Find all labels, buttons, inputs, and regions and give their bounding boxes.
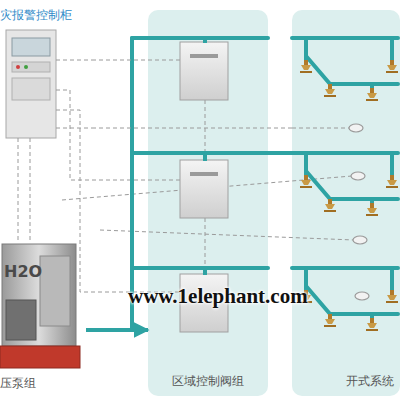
valve-boxes	[180, 38, 228, 332]
nozzle	[366, 318, 378, 331]
nozzle	[324, 84, 336, 97]
valve-box	[180, 42, 228, 100]
cabinet-panel	[12, 62, 50, 72]
signal-wire	[30, 138, 31, 240]
nozzle-pipe	[306, 38, 398, 90]
valve-box	[180, 160, 228, 218]
pump-unit	[0, 244, 80, 368]
signal-wire	[205, 218, 206, 268]
nozzle	[300, 290, 312, 303]
node-heading: 开式系统	[346, 374, 394, 388]
branch-pipe	[132, 36, 398, 40]
smoke-detector	[355, 292, 369, 300]
zone-panel: 区域控制阀组	[148, 10, 268, 396]
pump-marking: H2O	[4, 262, 42, 281]
signal-wire	[56, 90, 180, 180]
smoke-detector	[353, 236, 367, 244]
pump-motor	[6, 300, 36, 340]
pump-housing	[2, 244, 76, 346]
pump-base	[0, 346, 80, 368]
nozzle	[366, 88, 378, 101]
signal-wires	[18, 60, 354, 292]
branch-pipe	[132, 151, 398, 155]
cabinet-screen	[12, 38, 50, 56]
nozzle	[386, 60, 398, 73]
signal-wire	[100, 230, 354, 240]
valve-plate	[190, 54, 218, 58]
nozzle	[300, 175, 312, 188]
node-heading: 压泵组	[0, 376, 36, 390]
signal-wire	[56, 60, 92, 61]
signal-wire	[62, 176, 352, 200]
node-heading: 区域控制阀组	[172, 374, 244, 388]
nozzle	[386, 290, 398, 303]
signal-wire	[292, 128, 350, 129]
main-pipe	[130, 38, 134, 330]
valve-stub	[203, 38, 207, 43]
smoke-detector	[351, 172, 365, 180]
smoke-detector	[349, 124, 363, 132]
cabinet-lamp	[16, 65, 20, 69]
valve-plate	[190, 172, 218, 176]
equipment-box: 灾报警控制柜	[0, 4, 92, 146]
signal-wire	[148, 60, 180, 61]
signal-wire	[92, 128, 292, 129]
nozzle	[386, 175, 398, 188]
valve-box	[180, 274, 228, 332]
nozzle	[300, 60, 312, 73]
pump-tank	[40, 256, 70, 326]
cabinet-panel	[12, 78, 50, 100]
nozzles	[300, 60, 398, 331]
water-pipes	[132, 38, 398, 330]
signal-wire	[205, 100, 206, 153]
branch-pipe	[268, 151, 292, 155]
nozzle	[324, 199, 336, 212]
valve-stub	[203, 268, 207, 275]
signal-wire	[56, 128, 92, 129]
branch-pipe	[132, 266, 398, 270]
nozzle-pipe	[306, 268, 398, 320]
zone-panel: 开式系统	[292, 10, 400, 396]
signal-wire	[56, 110, 180, 292]
cabinet-body	[6, 30, 56, 138]
detectors	[349, 124, 369, 300]
nozzle	[366, 203, 378, 216]
nozzle	[324, 314, 336, 327]
alarm-cabinet	[6, 30, 56, 138]
signal-wire	[18, 138, 19, 240]
signal-wire	[92, 60, 148, 61]
nozzle-pipe	[306, 153, 398, 205]
supply-pipe	[86, 328, 148, 332]
cabinet-lamp	[24, 65, 28, 69]
node-heading: 灾报警控制柜	[0, 8, 72, 22]
valve-stub	[203, 153, 207, 161]
equipment-box: 压泵组	[0, 236, 86, 394]
